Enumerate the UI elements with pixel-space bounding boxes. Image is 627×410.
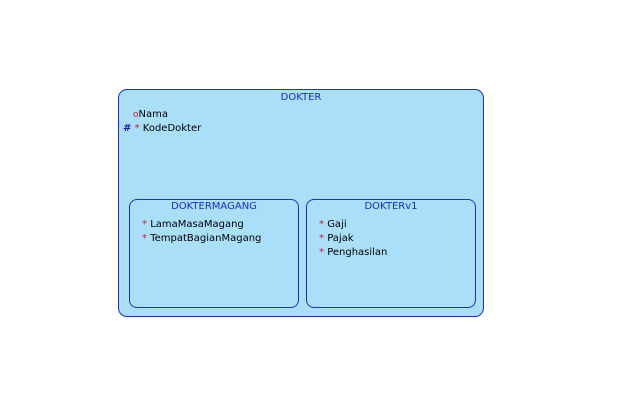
attribute-row: * Pajak [319,233,354,245]
mandatory-marker: * [319,233,324,244]
attribute-row: * Gaji [319,219,347,231]
mandatory-marker: * [319,247,324,258]
mandatory-marker: * [142,219,147,230]
mandatory-marker: * [134,123,140,134]
entity-title: DOKTER [280,92,322,103]
subtype-dokterv1[interactable]: DOKTERv1 * Gaji * Pajak * Penghasilan [306,199,476,308]
mandatory-marker: * [142,233,147,244]
optional-marker: o [133,110,139,120]
attribute-row: * TempatBagianMagang [142,233,261,245]
subtype-title: DOKTERMAGANG [171,201,257,212]
entity-dokter[interactable]: DOKTER oNama # * KodeDokter DOKTERMAGANG… [118,89,484,317]
mandatory-marker: * [319,219,324,230]
attribute-row: oNama [133,109,168,121]
attribute-name: Penghasilan [327,247,388,258]
subtype-doktermagang[interactable]: DOKTERMAGANG * LamaMasaMagang * TempatBa… [129,199,299,308]
attribute-name: Pajak [327,233,354,244]
attribute-row: * LamaMasaMagang [142,219,244,231]
attribute-name: KodeDokter [142,123,202,134]
primary-key-marker: # [123,123,132,134]
subtype-title: DOKTERv1 [364,201,418,212]
attribute-name: Nama [138,109,168,120]
attribute-name: LamaMasaMagang [150,219,244,230]
attribute-name: TempatBagianMagang [150,233,262,244]
attribute-row: * Penghasilan [319,247,387,259]
attribute-row: # * KodeDokter [123,123,201,135]
attribute-name: Gaji [327,219,347,230]
